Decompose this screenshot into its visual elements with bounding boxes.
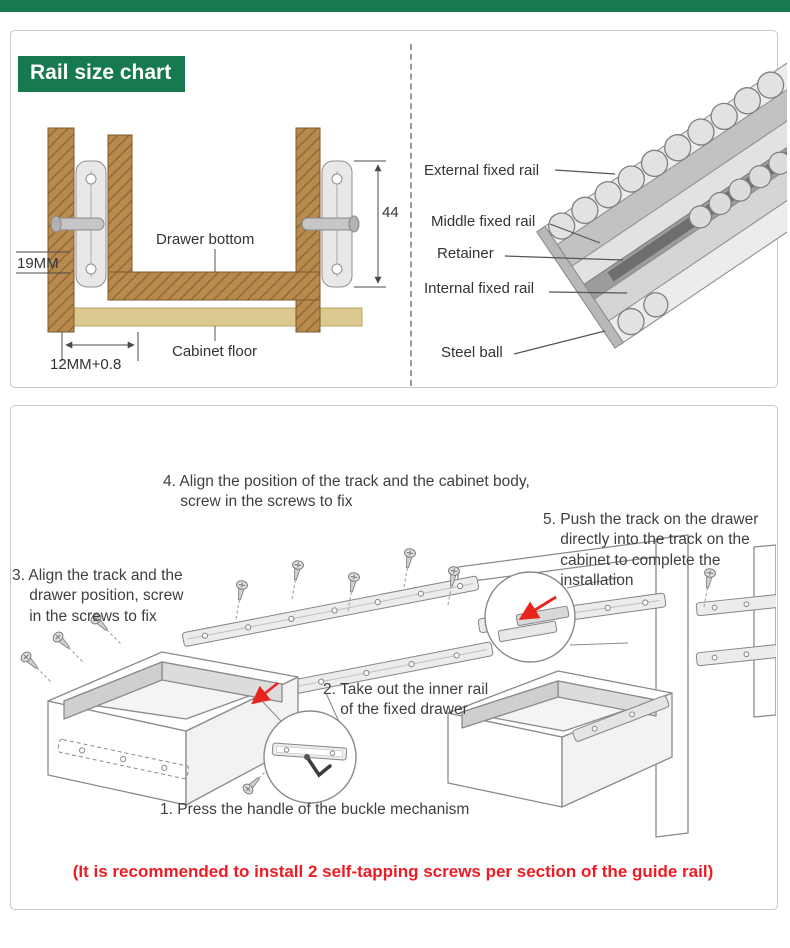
step-3-text: 3. Align the track and the drawer positi…	[12, 567, 184, 625]
rail-3d-diagram	[504, 54, 787, 355]
dim-19mm-label: 19MM	[17, 255, 59, 272]
top-accent-bar	[0, 0, 790, 12]
steel-balls-mid	[688, 151, 787, 229]
rail-3d-body	[536, 54, 787, 349]
note-text: (It is recommended to install 2 self-tap…	[72, 862, 714, 881]
cross-section-diagram	[16, 127, 386, 361]
rail-label-leaders	[504, 169, 628, 355]
callout-track-join	[484, 571, 629, 663]
drawer-right-rail	[572, 695, 670, 742]
step-2-text: 2. Take out the inner rail of the fixed …	[323, 681, 489, 719]
step-4-text: 4. Align the position of the track and t…	[163, 473, 530, 511]
left-rail-cross-section	[50, 160, 107, 288]
step-5-text: 5. Push the track on the drawer directly…	[543, 511, 759, 590]
drawer-left	[47, 651, 299, 806]
dim-19mm-lines	[16, 251, 70, 274]
drawer-rail-dashed	[57, 739, 190, 780]
label-steel-ball: Steel ball	[441, 344, 503, 361]
dim-12mm-label: 12MM+0.8	[50, 356, 122, 373]
drawer-right	[447, 670, 673, 808]
label-middle-fixed-rail: Middle fixed rail	[431, 213, 536, 230]
steel-balls-top	[548, 71, 785, 240]
cabinet-rail-upper	[182, 575, 480, 647]
installation-panel	[10, 405, 778, 910]
red-arrow-push	[518, 595, 557, 621]
right-edge-rail-2	[695, 644, 776, 667]
label-retainer: Retainer	[437, 245, 494, 262]
label-internal-fixed-rail: Internal fixed rail	[424, 280, 535, 297]
right-edge-rail-1	[695, 594, 776, 617]
installation-diagram	[18, 534, 776, 838]
page-title-badge: Rail size chart	[18, 56, 186, 92]
right-rail-cross-section	[301, 160, 360, 288]
callout-buckle	[261, 692, 357, 804]
cabinet-frame	[457, 534, 776, 838]
label-external-fixed-rail: External fixed rail	[424, 162, 540, 179]
red-arrow-pull	[251, 681, 279, 705]
dim-44-label: 44	[382, 204, 399, 221]
steel-balls-bottom	[617, 292, 669, 336]
dashed-divider	[410, 44, 412, 386]
dim-44-lines	[354, 160, 386, 288]
dim-12mm-lines	[61, 332, 139, 361]
buckle-handle	[305, 755, 332, 778]
label-drawer-bottom: Drawer bottom	[156, 231, 255, 248]
drawer-bottom-slab	[107, 271, 321, 301]
step-1-text: 1. Press the handle of the buckle mechan…	[160, 801, 470, 818]
label-cabinet-floor: Cabinet floor	[172, 343, 258, 360]
